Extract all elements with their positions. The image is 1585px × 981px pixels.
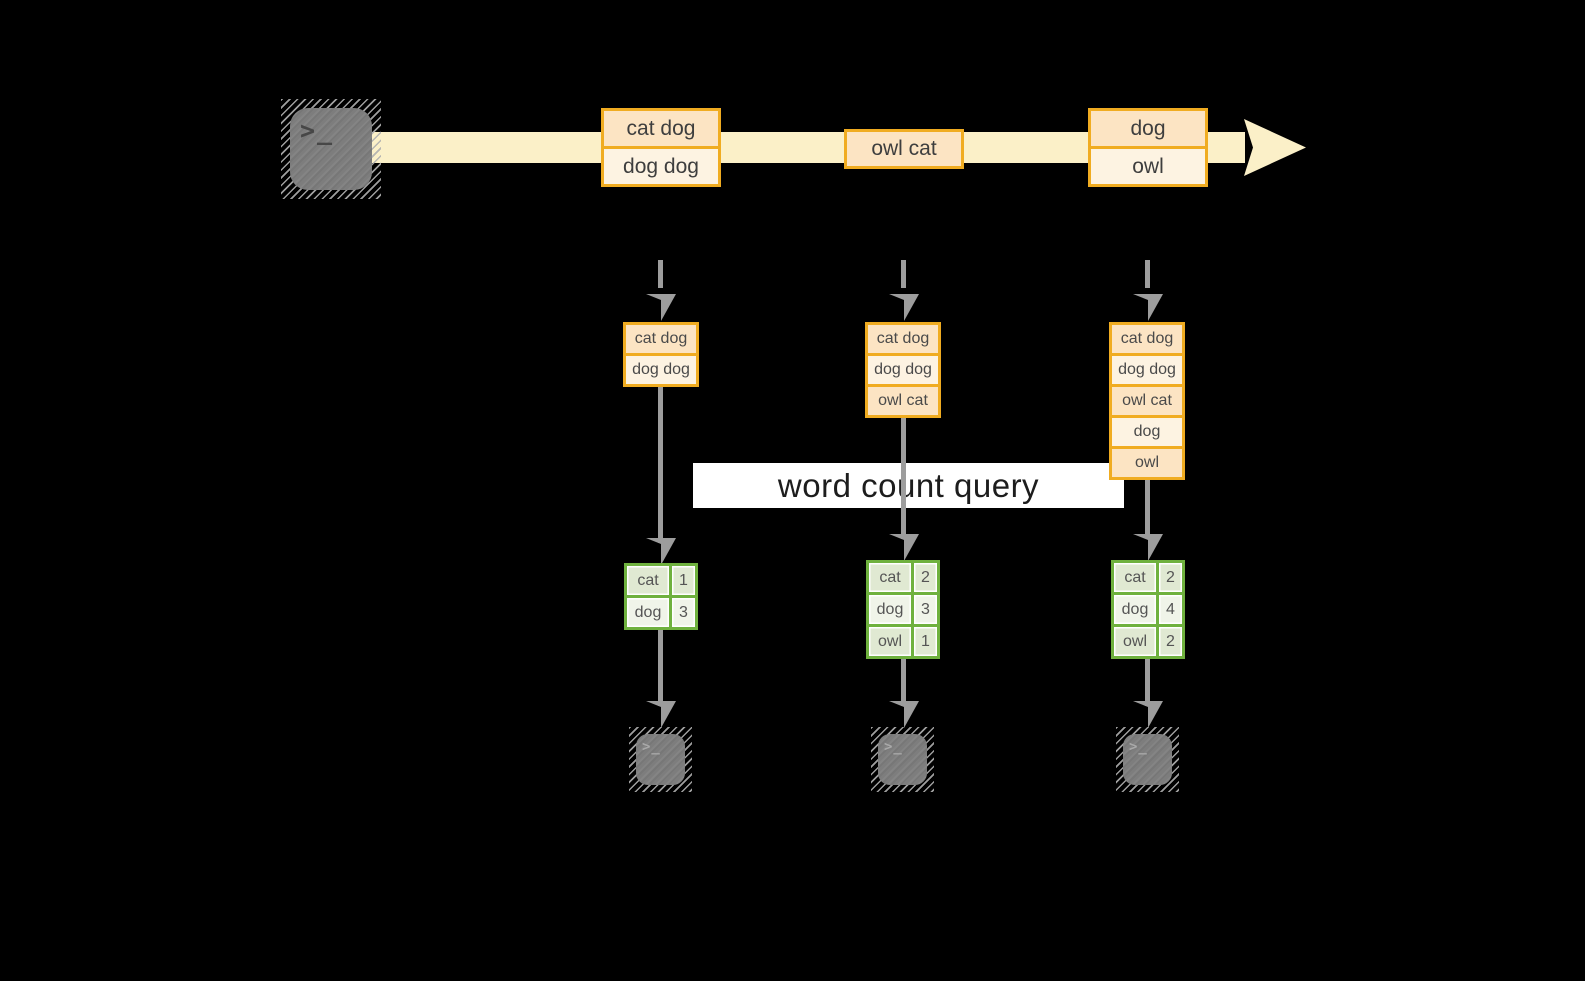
table-row: dog 3	[869, 595, 937, 624]
word-cell: cat	[627, 566, 669, 595]
dispatch-arrow-dash-2	[901, 260, 906, 288]
source-terminal-icon: >_	[281, 99, 381, 199]
terminal-prompt-glyph: >_	[884, 739, 903, 755]
terminal-prompt-glyph: >_	[1129, 739, 1148, 755]
dispatch-arrow-dash-3	[1145, 260, 1150, 288]
table-row: cat 1	[627, 566, 695, 595]
event-cell: cat dog	[626, 325, 696, 353]
query-flow-line-3	[1145, 480, 1150, 538]
event-cell: cat dog	[868, 325, 938, 353]
terminal-screen: >_	[290, 108, 372, 190]
word-cell: dog	[1114, 595, 1156, 624]
output-arrow-head-2	[889, 701, 919, 728]
event-cell: owl	[1112, 449, 1182, 477]
dispatch-arrow-head-3	[1133, 294, 1163, 321]
dispatch-arrow-dash-1	[658, 260, 663, 288]
word-cell: owl	[869, 627, 911, 656]
dispatch-arrow-head-1	[646, 294, 676, 321]
count-cell: 1	[914, 627, 937, 656]
event-cell: dog dog	[604, 149, 718, 184]
event-cell: dog dog	[1112, 356, 1182, 384]
output-arrow-head-3	[1133, 701, 1163, 728]
sink-terminal-icon-1: >_	[629, 727, 692, 792]
sink-terminal-icon-3: >_	[1116, 727, 1179, 792]
count-cell: 2	[1159, 627, 1182, 656]
table-row: dog 3	[627, 598, 695, 627]
word-count-query-label: word count query	[693, 463, 1124, 508]
event-cell: owl	[1091, 149, 1205, 184]
query-flow-line-1	[658, 387, 663, 543]
sink-terminal-icon-2: >_	[871, 727, 934, 792]
table-row: cat 2	[1114, 563, 1182, 592]
event-cell: dog	[1091, 111, 1205, 146]
word-cell: dog	[869, 595, 911, 624]
terminal-screen: >_	[636, 734, 685, 785]
table-row: dog 4	[1114, 595, 1182, 624]
dispatch-arrow-head-2	[889, 294, 919, 321]
word-count-table-3: cat 2 dog 4 owl 2	[1111, 560, 1185, 659]
event-cell: owl cat	[868, 387, 938, 415]
table-row: owl 2	[1114, 627, 1182, 656]
event-cell: owl cat	[847, 132, 961, 166]
word-count-table-2: cat 2 dog 3 owl 1	[866, 560, 940, 659]
word-count-table-1: cat 1 dog 3	[624, 563, 698, 630]
word-cell: owl	[1114, 627, 1156, 656]
event-cell: dog	[1112, 418, 1182, 446]
terminal-screen: >_	[878, 734, 927, 785]
count-cell: 2	[914, 563, 937, 592]
count-cell: 4	[1159, 595, 1182, 624]
micro-batch-input-3: cat dog dog dog owl cat dog owl	[1109, 322, 1185, 480]
stream-batch-2: owl cat	[844, 129, 964, 169]
count-cell: 3	[914, 595, 937, 624]
micro-batch-input-1: cat dog dog dog	[623, 322, 699, 387]
output-arrow-head-1	[646, 701, 676, 728]
stream-arrow-head-icon	[1244, 119, 1306, 176]
event-cell: dog dog	[868, 356, 938, 384]
micro-batch-input-2: cat dog dog dog owl cat	[865, 322, 941, 418]
event-cell: cat dog	[604, 111, 718, 146]
count-cell: 2	[1159, 563, 1182, 592]
count-cell: 3	[672, 598, 695, 627]
terminal-screen: >_	[1123, 734, 1172, 785]
stream-batch-3: dog owl	[1088, 108, 1208, 187]
table-row: owl 1	[869, 627, 937, 656]
word-cell: cat	[1114, 563, 1156, 592]
query-flow-arrow-head-2	[889, 534, 919, 561]
event-cell: dog dog	[626, 356, 696, 384]
terminal-prompt-glyph: >_	[642, 739, 661, 755]
event-cell: cat dog	[1112, 325, 1182, 353]
output-line-2	[901, 659, 906, 706]
query-flow-arrow-head-1	[646, 538, 676, 565]
output-line-1	[658, 630, 663, 706]
table-row: cat 2	[869, 563, 937, 592]
query-flow-arrow-head-3	[1133, 534, 1163, 561]
event-cell: owl cat	[1112, 387, 1182, 415]
query-flow-line-2	[901, 418, 906, 539]
count-cell: 1	[672, 566, 695, 595]
word-cell: cat	[869, 563, 911, 592]
word-cell: dog	[627, 598, 669, 627]
output-line-3	[1145, 659, 1150, 706]
terminal-prompt-glyph: >_	[300, 116, 335, 145]
stream-batch-1: cat dog dog dog	[601, 108, 721, 187]
